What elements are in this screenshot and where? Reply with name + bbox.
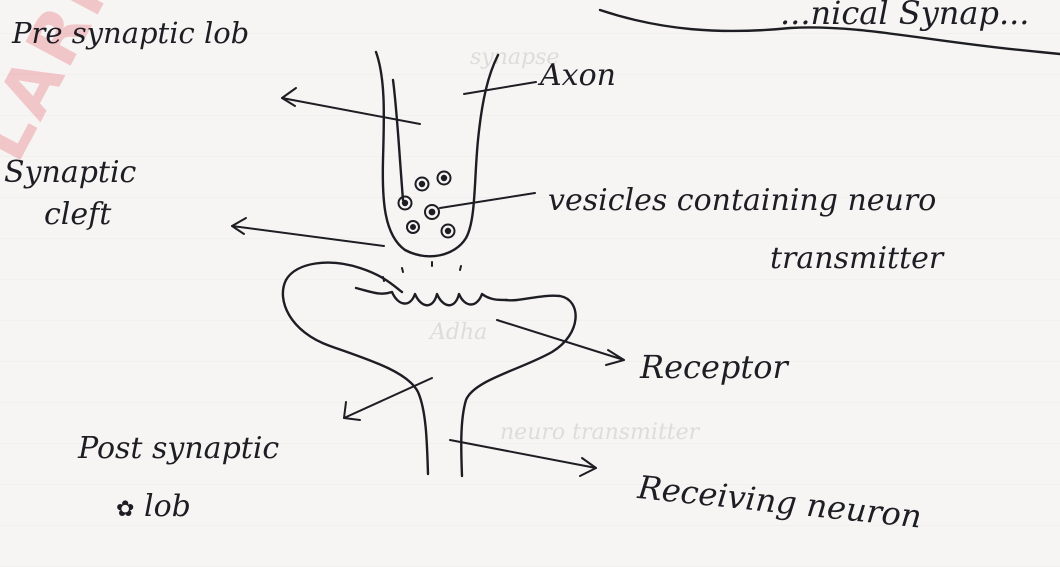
label-synaptic-cleft-line1: Synaptic bbox=[4, 152, 136, 194]
arrow-receiving bbox=[450, 440, 596, 468]
postsynaptic-lobe-right bbox=[461, 296, 575, 476]
vesicle bbox=[411, 225, 415, 229]
arrowhead bbox=[282, 88, 296, 106]
arrow-vesicles bbox=[440, 193, 535, 208]
vesicle bbox=[430, 210, 435, 215]
label-synaptic-cleft-line2: cleft bbox=[4, 194, 136, 236]
membrane-ticks bbox=[383, 262, 461, 281]
label-vesicles-line2: transmitter bbox=[548, 230, 943, 288]
label-vesicles-line1: vesicles containing neuro bbox=[548, 172, 943, 230]
label-synaptic-cleft: Synaptic cleft bbox=[4, 152, 136, 236]
postsynaptic-lobe bbox=[283, 263, 428, 474]
vesicle bbox=[442, 176, 446, 180]
label-postsynaptic-line1: Post synaptic bbox=[78, 420, 279, 478]
vesicle bbox=[420, 182, 424, 186]
arrow-axon bbox=[464, 82, 536, 94]
arrow-presynaptic bbox=[282, 98, 420, 124]
receptor-sites bbox=[356, 288, 506, 305]
label-postsynaptic-line2: ✿ lob bbox=[78, 478, 279, 539]
label-vesicles: vesicles containing neuro transmitter bbox=[548, 172, 943, 288]
vesicle bbox=[403, 201, 407, 205]
label-receptor: Receptor bbox=[640, 348, 788, 386]
vesicle bbox=[446, 229, 450, 233]
arrow-cleft bbox=[232, 226, 384, 246]
label-presynaptic-lob: Pre synaptic lob bbox=[12, 16, 249, 50]
flower-bullet-icon: ✿ bbox=[116, 497, 134, 522]
label-axon: Axon bbox=[540, 58, 616, 93]
title-fragment: ...nical Synap... bbox=[780, 0, 1029, 32]
vesicles bbox=[399, 172, 455, 238]
arrow-receptor bbox=[497, 320, 624, 360]
label-postsynaptic-lob: Post synaptic ✿ lob bbox=[78, 420, 279, 539]
axon-inner-line bbox=[393, 80, 403, 200]
arrow-postsynaptic bbox=[344, 378, 432, 418]
label-postsynaptic-line2-text: lob bbox=[144, 489, 191, 524]
